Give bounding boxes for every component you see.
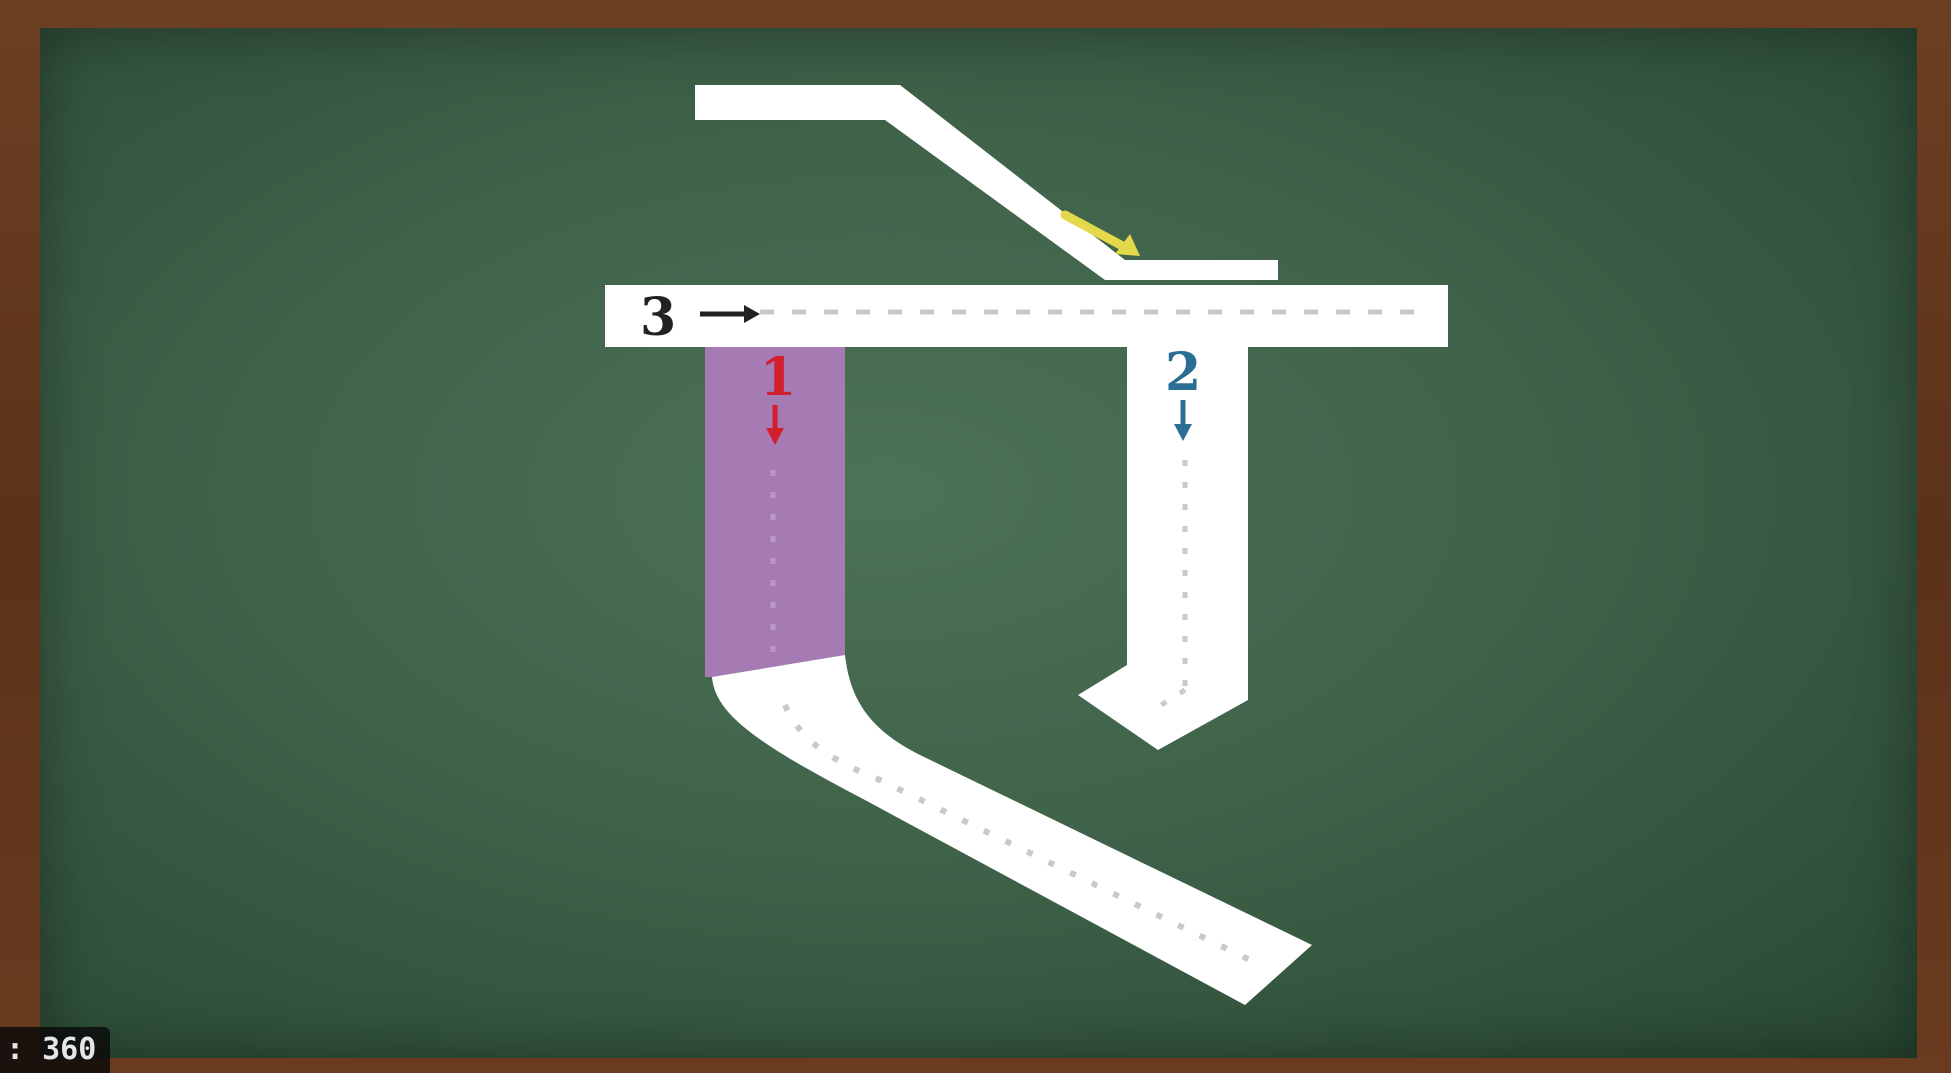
svg-text:3: 3 — [640, 287, 676, 348]
svg-text:2: 2 — [1165, 342, 1201, 403]
right-vertical-stroke — [1078, 347, 1248, 750]
top-stroke — [695, 85, 1278, 280]
resolution-indicator: : 360 — [0, 1027, 110, 1073]
svg-text:1: 1 — [760, 347, 796, 408]
